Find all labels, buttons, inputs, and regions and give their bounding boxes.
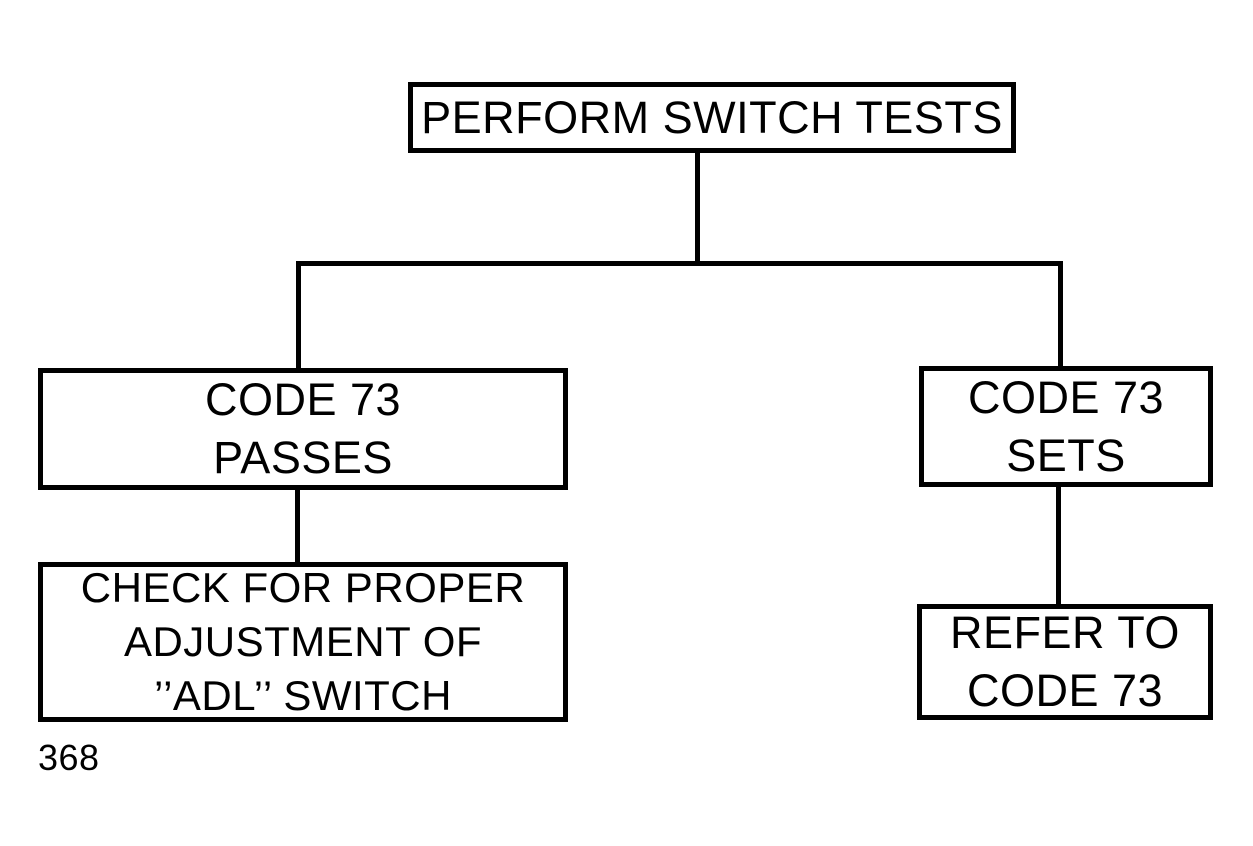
node-line: PERFORM SWITCH TESTS xyxy=(421,91,1003,143)
node-line: ADJUSTMENT OF xyxy=(123,618,483,666)
node-code-73-sets: CODE 73 SETS xyxy=(919,366,1213,487)
connector-root-to-split xyxy=(695,150,700,266)
connector-split-to-code-73-sets xyxy=(1058,261,1063,369)
node-line: ’’ADL’’ SWITCH xyxy=(154,671,452,719)
connector-split-to-code-73-passes xyxy=(296,261,301,371)
node-perform-switch-tests: PERFORM SWITCH TESTS xyxy=(408,82,1016,153)
node-code-73-passes: CODE 73 PASSES xyxy=(38,368,568,490)
node-line: REFER TO xyxy=(950,607,1180,659)
node-refer-to-code-73: REFER TO CODE 73 xyxy=(917,604,1213,720)
figure-number-label: 368 xyxy=(38,737,100,778)
connector-passes-to-check-adl xyxy=(295,487,300,565)
node-line: CODE 73 xyxy=(966,665,1164,716)
node-line: SETS xyxy=(1006,429,1126,481)
node-line: CODE 73 xyxy=(204,374,402,426)
node-check-for-proper-adjustment-of-adl-switch: CHECK FOR PROPER ADJUSTMENT OF ’’ADL’’ S… xyxy=(38,562,568,722)
node-line: CODE 73 xyxy=(967,371,1165,423)
node-line: CHECK FOR PROPER xyxy=(80,564,526,612)
node-line: PASSES xyxy=(213,432,393,483)
connector-sets-to-refer-code-73 xyxy=(1056,485,1061,607)
connector-split-bus xyxy=(296,261,1063,266)
